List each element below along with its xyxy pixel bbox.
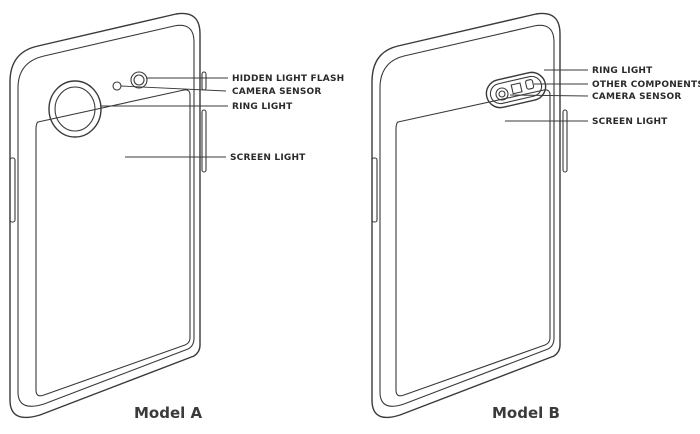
model-a-hidden-light-flash-inner <box>133 74 145 86</box>
model-b-phone-body <box>371 12 561 419</box>
model-b-other-component-small <box>525 79 535 90</box>
model-a-camera-sensor <box>112 81 122 91</box>
model-a-label-camera-sensor: CAMERA SENSOR <box>232 87 322 97</box>
model-a: HIDDEN LIGHT FLASH CAMERA SENSOR RING LI… <box>9 12 344 422</box>
model-b-caption: Model B <box>492 404 560 422</box>
model-a-side-button <box>201 109 207 173</box>
model-b-leader-camera-sensor <box>509 94 589 97</box>
model-a-ring-light <box>48 80 102 138</box>
model-a-screen-light-panel <box>35 89 191 397</box>
model-a-ring-light-inner <box>54 86 96 132</box>
model-a-hidden-light-flash <box>130 71 148 89</box>
model-a-label-ring-light: RING LIGHT <box>232 102 293 112</box>
model-b-label-screen-light: SCREEN LIGHT <box>592 117 668 127</box>
model-b-side-button <box>562 109 568 173</box>
model-b-label-other-components: OTHER COMPONENTS <box>592 80 700 90</box>
model-b-back-contour <box>379 24 555 407</box>
model-a-back-contour <box>17 24 195 407</box>
model-a-leader-camera-sensor <box>120 85 227 92</box>
model-b-ring-light <box>485 71 547 109</box>
model-a-volume-button <box>9 157 16 223</box>
model-a-caption: Model A <box>134 404 203 422</box>
model-b-camera-sensor <box>495 87 509 101</box>
model-b-screen-light-panel <box>395 89 551 397</box>
model-b-label-ring-light: RING LIGHT <box>592 66 653 76</box>
model-b-volume-button <box>371 157 378 223</box>
model-a-label-hidden-light-flash: HIDDEN LIGHT FLASH <box>232 74 344 84</box>
model-a-power-button <box>201 71 207 91</box>
model-b-camera-sensor-inner <box>498 90 506 98</box>
model-a-label-screen-light: SCREEN LIGHT <box>230 153 306 163</box>
model-a-phone-body <box>9 12 201 419</box>
model-b: RING LIGHT OTHER COMPONENTS CAMERA SENSO… <box>371 12 700 422</box>
model-b-label-camera-sensor: CAMERA SENSOR <box>592 92 682 102</box>
model-b-other-component-square <box>510 82 523 95</box>
